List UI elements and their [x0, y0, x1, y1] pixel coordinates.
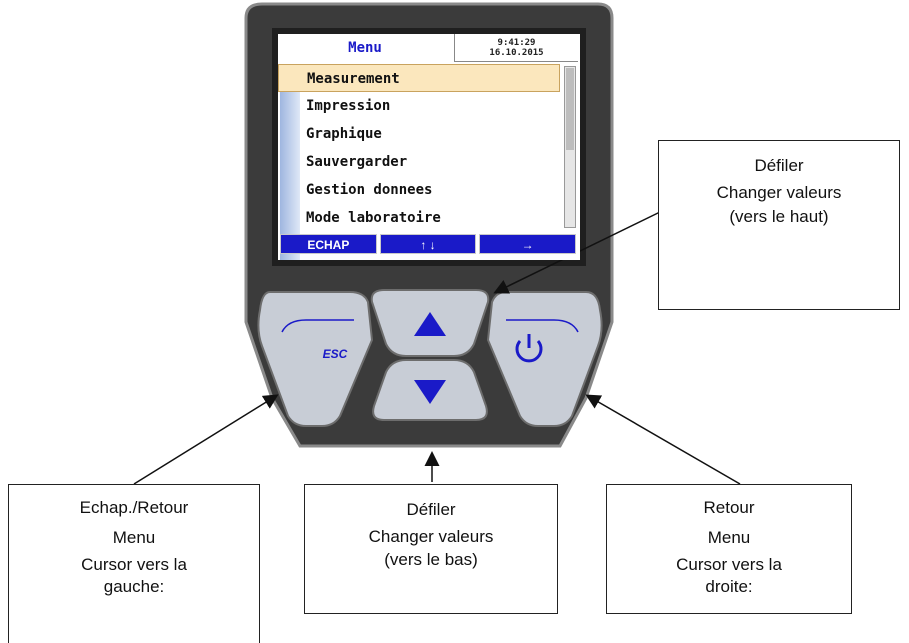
menu-item-graphique[interactable]: Graphique [306, 126, 382, 142]
callout-scroll-up-line1: Défiler [754, 156, 804, 175]
callout-return-line3: Cursor vers la [676, 555, 782, 574]
pointer-bottom-right [585, 394, 741, 485]
callout-escape-line2: Menu [112, 528, 156, 547]
softkey-echap[interactable]: ECHAP [280, 234, 377, 254]
callout-scroll-down-line3: (vers le bas) [384, 550, 478, 569]
callout-scroll-down-line2: Changer valeurs [368, 527, 494, 546]
callout-return-line2: Menu [707, 528, 751, 547]
softkey-bar: ECHAP ↑ ↓ → [280, 234, 577, 254]
menu-item-gestion-donnees[interactable]: Gestion donnees [306, 182, 433, 198]
callout-return-line4: droite: [705, 577, 753, 596]
menu-item-impression[interactable]: Impression [306, 98, 391, 114]
callout-scroll-down-line1: Défiler [406, 500, 456, 519]
esc-button-label: ESC [323, 347, 348, 361]
device-screen: Menu 9:41:29 16.10.2015 Measurement Impr… [278, 34, 580, 260]
callout-scroll-up: Défiler Changer valeurs (vers le haut) [658, 140, 900, 310]
softkey-right[interactable]: → [479, 234, 577, 254]
menu-scrollbar[interactable] [564, 66, 576, 228]
callout-return-line1: Retour [703, 498, 755, 517]
power-icon [515, 334, 543, 363]
callout-scroll-up-line2: Changer valeurs [716, 183, 842, 202]
menu-item-sauvergarder[interactable]: Sauvergarder [306, 154, 408, 170]
up-arrow-icon [414, 312, 446, 336]
screen-clock: 9:41:29 16.10.2015 [454, 34, 578, 62]
screen-side-strip [280, 92, 300, 260]
menu-list: Measurement Impression Graphique Sauverg… [278, 64, 560, 232]
callout-scroll-up-line3: (vers le haut) [729, 207, 829, 226]
screen-time: 9:41:29 [497, 38, 536, 48]
softkey-up-down[interactable]: ↑ ↓ [379, 234, 477, 254]
esc-button-accent-line [281, 319, 354, 333]
menu-scrollbar-thumb[interactable] [566, 68, 574, 150]
menu-item-measurement[interactable]: Measurement [278, 64, 560, 92]
down-arrow-icon [414, 380, 446, 404]
callout-escape-line3: Cursor vers la [81, 555, 187, 574]
screen-date: 16.10.2015 [489, 48, 544, 58]
power-button-accent-line [506, 319, 579, 333]
menu-item-mode-laboratoire[interactable]: Mode laboratoire [306, 210, 441, 226]
callout-scroll-down: Défiler Changer valeurs (vers le bas) [304, 484, 558, 614]
callout-escape-line1: Echap./Retour [79, 498, 189, 517]
screen-title: Menu [348, 40, 382, 56]
pointer-bottom-left [133, 394, 279, 485]
callout-escape-line4: gauche: [103, 577, 165, 596]
callout-return: Retour Menu Cursor vers la droite: [606, 484, 852, 614]
callout-escape: Echap./Retour Menu Cursor vers la gauche… [8, 484, 260, 643]
